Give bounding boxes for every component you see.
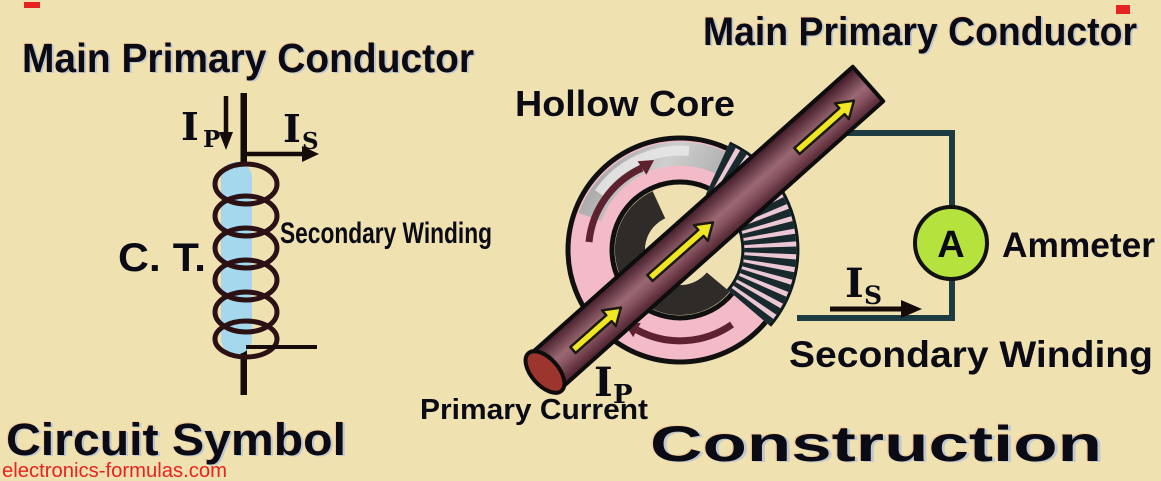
circuit-wire [797, 130, 955, 321]
construction-panel: Main Primary Conductor Hollow Core [420, 10, 1155, 472]
right-is-label-sub: S [864, 281, 882, 310]
right-ip-label-sub: P [613, 380, 633, 410]
right-ip-label: I [594, 359, 613, 406]
ammeter-dial [913, 205, 989, 281]
current-arrow [569, 306, 623, 355]
current-arrow [793, 99, 856, 156]
flux-arrow-top-head [637, 160, 654, 175]
flux-arrow-top [585, 164, 644, 243]
coil-loop [212, 161, 280, 207]
coil-loop [212, 225, 280, 271]
coil-loop [212, 193, 280, 239]
coil-loop [212, 257, 280, 303]
core-top-highlight [594, 145, 690, 196]
construction-caption: Construction [650, 416, 1102, 472]
primary-current-label: Primary Current [420, 394, 648, 426]
is-label: I [283, 106, 301, 151]
left-title: Main Primary Conductor [22, 35, 474, 81]
primary-current-down-arrowhead [219, 132, 233, 150]
right-is-label: I [845, 260, 864, 307]
ip-label-sub: P [203, 126, 220, 153]
secondary-current-arrowhead [302, 146, 319, 162]
ammeter-symbol: A [937, 224, 964, 266]
ammeter-label: Ammeter [1002, 226, 1155, 265]
secondary-coil [212, 161, 280, 360]
circuit-symbol-panel: Main Primary Conductor I P I S C. T. Sec… [6, 35, 492, 465]
circuit-symbol-caption: Circuit Symbol [6, 414, 346, 465]
left-secondary-winding-label: Secondary Winding [280, 217, 492, 250]
ct-label: C. T. [118, 236, 206, 280]
right-title: Main Primary Conductor [703, 10, 1137, 54]
coil-core-fill [221, 162, 252, 354]
red-artifact-mark [1116, 5, 1130, 14]
red-artifact-mark [24, 2, 40, 8]
hollow-core-label: Hollow Core [515, 83, 735, 124]
coil-loop [212, 289, 280, 335]
right-secondary-winding-label: Secondary Winding [789, 334, 1153, 375]
watermark: electronics-formulas.com [2, 460, 227, 481]
ip-label: I [181, 104, 199, 149]
secondary-current-arrowhead-right [901, 300, 922, 318]
flux-arrow-bottom [635, 321, 734, 345]
coil-loop [212, 318, 280, 360]
rod-end-cap [523, 349, 567, 395]
current-arrow [646, 221, 715, 283]
